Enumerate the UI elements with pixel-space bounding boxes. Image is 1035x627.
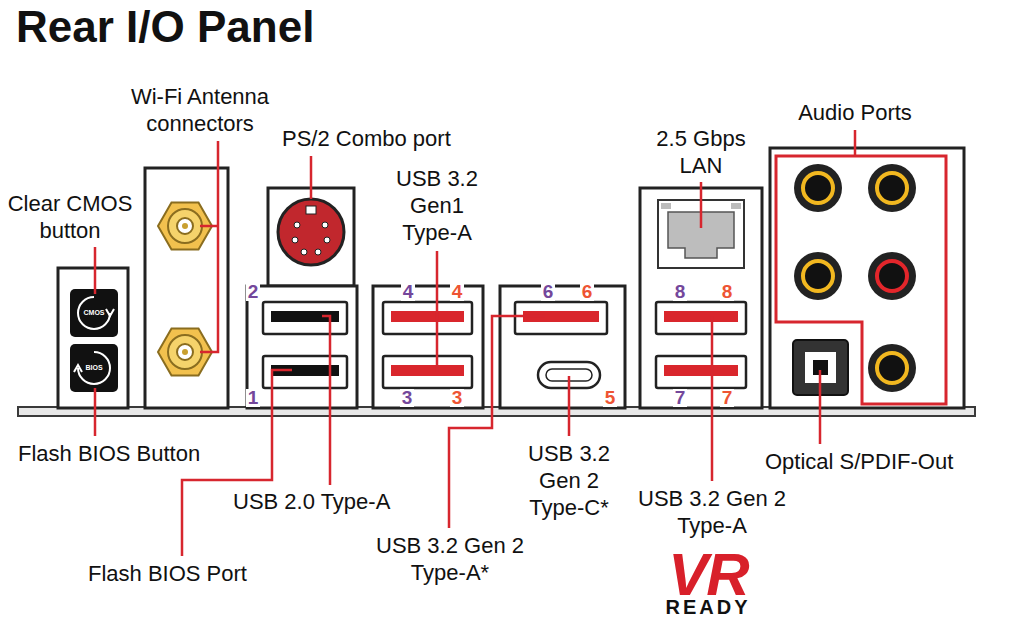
lan-led xyxy=(731,203,741,209)
callout-number: 4 xyxy=(450,283,465,301)
leader-line xyxy=(322,316,330,485)
leader-line xyxy=(819,370,822,444)
leader-line xyxy=(310,156,313,199)
audio-ring xyxy=(877,173,907,203)
ps2-pin xyxy=(322,222,328,228)
antenna-pin xyxy=(182,223,188,229)
audio-jack xyxy=(868,164,916,212)
bios-arrowhead xyxy=(74,365,82,372)
logo-text: VR xyxy=(668,545,747,605)
ps2-housing xyxy=(268,188,354,286)
callout-number: 1 xyxy=(246,389,261,407)
leader-line xyxy=(200,141,218,352)
antenna-housing xyxy=(145,168,228,408)
usb-port xyxy=(656,356,746,388)
usb-tongue xyxy=(391,365,464,376)
lan-led xyxy=(661,203,671,209)
audio-jack xyxy=(868,344,916,392)
callout-label: USB 3.2 Gen1 Type-A xyxy=(390,165,485,246)
usb-port xyxy=(383,302,472,334)
usb-port xyxy=(383,356,472,388)
bios-button xyxy=(70,344,118,392)
audio-ring xyxy=(803,261,833,291)
usb-housing xyxy=(373,286,483,408)
usb-tongue xyxy=(664,365,738,376)
usb-port xyxy=(656,302,746,334)
usb-housing xyxy=(500,286,625,408)
button-text: BIOS xyxy=(85,364,102,372)
ps2-port xyxy=(278,199,344,265)
audio-ring xyxy=(803,173,833,203)
ps2-pin xyxy=(324,237,330,243)
callout-number: 8 xyxy=(720,283,735,301)
leader-line xyxy=(436,251,439,372)
audio-highlight xyxy=(776,156,946,404)
callout-label: USB 3.2 Gen 2 Type-A xyxy=(627,485,797,539)
cmos-arrow xyxy=(78,297,110,329)
logo-text: READY xyxy=(665,597,750,617)
callout-label: Wi-Fi Antenna connectors xyxy=(110,83,290,137)
bios-arrow xyxy=(78,352,110,384)
callout-number: 3 xyxy=(450,389,465,407)
audio-jack xyxy=(868,252,916,300)
audio-jack xyxy=(794,252,842,300)
antenna-core xyxy=(177,218,193,234)
callout-label: Clear CMOS button xyxy=(5,190,135,244)
antenna-ring xyxy=(168,209,202,243)
usb-tongue xyxy=(664,311,738,322)
usb-port xyxy=(263,356,347,388)
callout-number: 4 xyxy=(401,283,416,301)
callout-label: Optical S/PDIF-Out xyxy=(765,448,953,475)
ps2-pin xyxy=(294,222,300,228)
callout-label: Flash BIOS Button xyxy=(18,440,200,467)
callout-number: 6 xyxy=(580,283,595,301)
callout-label: 2.5 Gbps LAN xyxy=(646,125,756,179)
leader-line xyxy=(700,182,703,228)
leader-line xyxy=(568,376,571,436)
callout-number: 3 xyxy=(400,389,415,407)
callout-number: 2 xyxy=(246,283,261,301)
callout-label: Flash BIOS Port xyxy=(88,560,247,587)
ps2-pin xyxy=(315,249,321,255)
leader-line xyxy=(854,130,857,156)
antenna-ring xyxy=(168,335,202,369)
antenna-pin xyxy=(182,349,188,355)
usb-port xyxy=(263,302,347,334)
callout-number: 8 xyxy=(673,283,688,301)
callout-number: 7 xyxy=(720,389,735,407)
callout-label: USB 2.0 Type-A xyxy=(233,488,390,515)
callout-label: USB 3.2 Gen 2 Type-A* xyxy=(365,532,535,586)
audio-housing xyxy=(770,148,964,408)
button-text: CMOS xyxy=(84,309,105,317)
audio-ring xyxy=(877,261,907,291)
leader-line xyxy=(711,316,714,481)
antenna-core xyxy=(177,344,193,360)
usb2-housing xyxy=(247,286,357,408)
callout-label: PS/2 Combo port xyxy=(282,125,451,152)
leader-line xyxy=(94,388,97,436)
button-housing xyxy=(58,268,128,408)
usb-tongue xyxy=(391,311,464,322)
callout-label: Audio Ports xyxy=(798,99,912,126)
audio-jack xyxy=(794,164,842,212)
callout-number: 7 xyxy=(673,389,688,407)
ps2-key xyxy=(306,206,316,214)
audio-ring xyxy=(877,353,907,383)
cmos-button xyxy=(70,289,118,337)
ps2-pin xyxy=(301,249,307,255)
callout-label: USB 3.2 Gen 2 Type-C* xyxy=(522,440,617,521)
title: Rear I/O Panel xyxy=(16,2,314,52)
ps2-pin xyxy=(292,237,298,243)
leader-line xyxy=(94,247,97,294)
cmos-arrowhead xyxy=(106,309,114,316)
callout-number: 5 xyxy=(603,389,618,407)
usb-port xyxy=(515,302,607,334)
callout-number: 6 xyxy=(541,283,556,301)
